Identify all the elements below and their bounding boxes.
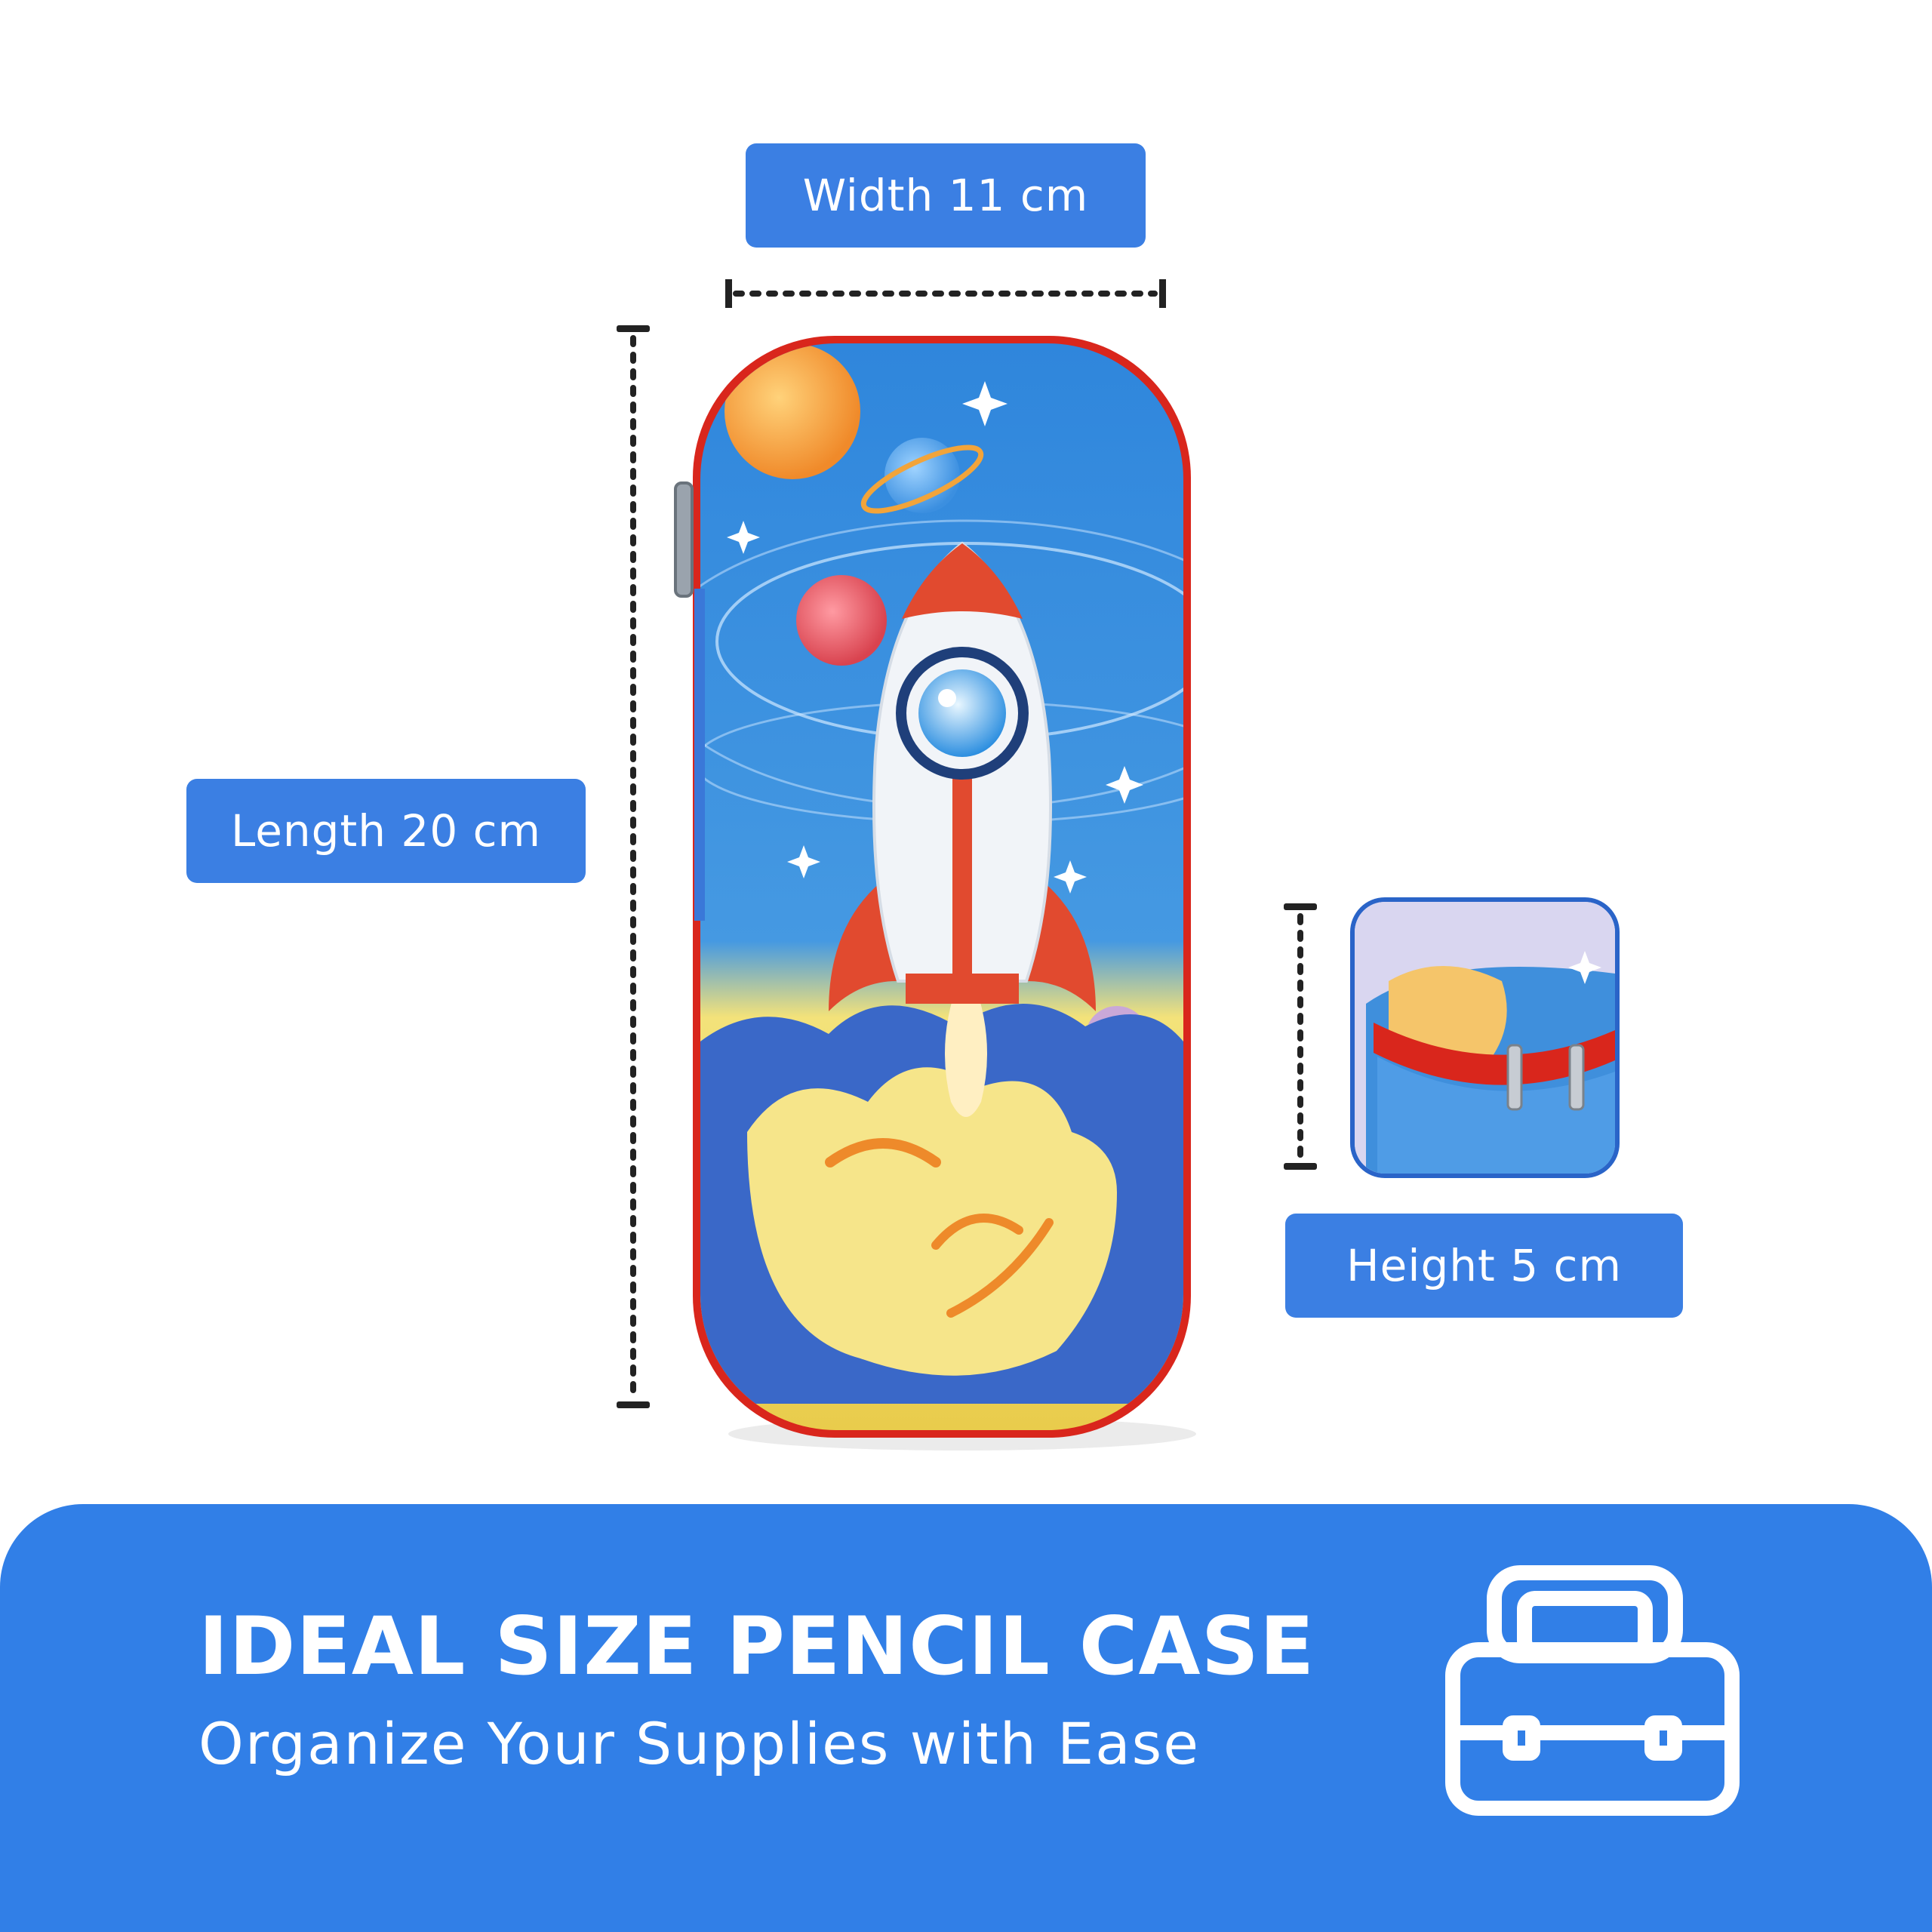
length-label: Length 20 cm xyxy=(186,779,586,883)
width-label: Width 11 cm xyxy=(746,143,1146,248)
pencil-case-image xyxy=(674,336,1191,1438)
length-dimension-line xyxy=(617,325,650,1408)
banner-title: IDEAL SIZE PENCIL CASE xyxy=(198,1600,1315,1693)
side-view-inset-image xyxy=(1350,897,1620,1178)
banner-subtitle: Organize Your Supplies with Ease xyxy=(198,1710,1201,1777)
height-label: Height 5 cm xyxy=(1285,1214,1683,1318)
width-dimension-line xyxy=(725,279,1166,308)
height-dimension-line xyxy=(1284,903,1317,1170)
